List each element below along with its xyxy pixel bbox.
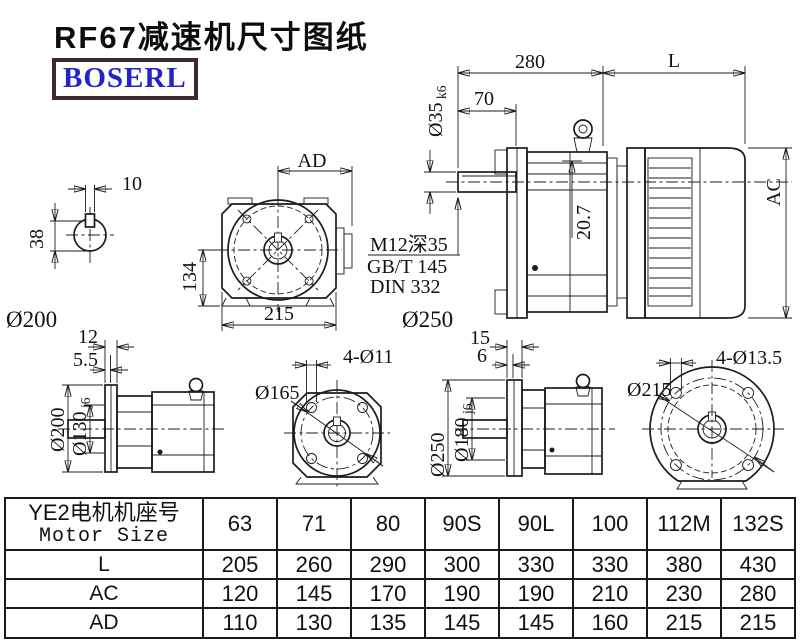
size-col-71: 71	[276, 497, 352, 551]
dim-bolt-circle-215: Ø215	[627, 379, 671, 401]
size-col-100: 100	[572, 497, 648, 551]
dim-spigot-dia-130: Ø130	[69, 412, 91, 456]
thread-spec-note: M12深35 GB/T 145 DIN 332 Ø250	[367, 198, 460, 332]
cell-ad-90s: 145	[424, 607, 500, 639]
dim-flange-dia-250: Ø250	[427, 433, 449, 477]
dim-key-height: 38	[26, 229, 48, 249]
table-row-ad: AD 110 130 135 145 145 160 215 215	[4, 607, 796, 639]
cell-ad-90l: 145	[498, 607, 574, 639]
cell-ac-71: 145	[276, 578, 352, 609]
dim-ac: AC	[763, 178, 785, 206]
cell-ad-80: 135	[350, 607, 426, 639]
motor-size-label-cn: YE2电机机座号	[28, 499, 180, 525]
row-label-l: L	[4, 549, 204, 580]
thread-note-line1: M12深35	[370, 233, 448, 256]
size-col-80: 80	[350, 497, 426, 551]
dim-flange-thk-15: 15	[470, 327, 490, 349]
output-flange-side-view-b14: 12 5.5 Ø200 Ø130 j6	[47, 326, 225, 473]
dim-key-depth: 20.7	[573, 205, 595, 240]
size-col-63: 63	[202, 497, 278, 551]
technical-drawing: 10 38 Ø200	[6, 50, 792, 496]
table-row-l: L 205 260 290 300 330 330 380 430	[4, 549, 796, 580]
dim-spigot-tol-j6: j6	[460, 403, 475, 415]
dim-spigot-len-55: 5.5	[73, 349, 98, 371]
size-col-132s: 132S	[720, 497, 796, 551]
oil-plug-dot	[532, 265, 538, 271]
dim-width-215: 215	[264, 303, 294, 325]
dim-l: L	[668, 50, 680, 72]
page-title: RF67减速机尺寸图纸	[54, 20, 369, 55]
thread-note-line2: GB/T 145	[367, 256, 447, 278]
shaft-keyway-section-view: 10 38 Ø200	[6, 173, 142, 332]
dim-shaft-dia-tol: k6	[434, 85, 449, 99]
cell-ad-100: 160	[572, 607, 648, 639]
cell-l-71: 260	[276, 549, 352, 580]
thread-note-line3: DIN 332	[370, 276, 441, 298]
gearmotor-side-view: 280 L 70 Ø35 k6	[424, 50, 792, 319]
cell-ac-132s: 280	[720, 578, 796, 609]
dim-center-height: 134	[179, 262, 201, 292]
cell-l-112m: 380	[646, 549, 722, 580]
row-label-ac: AC	[4, 578, 204, 609]
output-flange-side-view-b5: 15 6 Ø250 Ø180 j6	[427, 327, 615, 477]
dim-spigot-len-6: 6	[477, 345, 487, 367]
cell-ac-90s: 190	[424, 578, 500, 609]
cell-ad-112m: 215	[646, 607, 722, 639]
cell-l-90s: 300	[424, 549, 500, 580]
cell-ad-71: 130	[276, 607, 352, 639]
motor-cooling-fins	[649, 167, 691, 297]
cell-l-132s: 430	[720, 549, 796, 580]
cell-ac-112m: 230	[646, 578, 722, 609]
motor-size-label-en: Motor Size	[38, 524, 170, 548]
dim-280: 280	[515, 51, 545, 73]
dim-spigot-dia-180: Ø180	[451, 418, 473, 462]
cell-l-80: 290	[350, 549, 426, 580]
dim-spigot-tol-j6: j6	[78, 397, 93, 409]
dim-70: 70	[474, 88, 494, 110]
lifting-eyebolt-icon	[575, 373, 591, 397]
gearbox-front-view: AD 134 215	[179, 150, 352, 331]
dim-keyway-width: 10	[122, 173, 142, 195]
cell-ad-132s: 215	[720, 607, 796, 639]
boserl-logo: BOSERL	[52, 58, 198, 100]
table-row-ac: AC 120 145 170 190 190 210 230 280	[4, 578, 796, 609]
row-label-ad: AD	[4, 607, 204, 639]
logo-text: BOSERL	[63, 62, 187, 94]
dim-ad: AD	[298, 150, 327, 172]
cell-ac-63: 120	[202, 578, 278, 609]
dim-flange-dia-200: Ø200	[47, 408, 69, 452]
cell-l-100: 330	[572, 549, 648, 580]
output-flange-front-view-b14: Ø165 4-Ø11	[255, 346, 393, 487]
motor-size-header-cell: YE2电机机座号 Motor Size	[4, 497, 204, 551]
cell-l-63: 205	[202, 549, 278, 580]
label-dia-200: Ø200	[6, 307, 57, 332]
size-col-112m: 112M	[646, 497, 722, 551]
size-col-90s: 90S	[424, 497, 500, 551]
lifting-eyebolt-icon	[573, 119, 593, 153]
dimension-table: YE2电机机座号 Motor Size 63 71 80 90S 90L 100…	[4, 497, 796, 639]
output-flange-front-view-b5: Ø215 4-Ø13.5	[627, 347, 784, 496]
cell-ad-63: 110	[202, 607, 278, 639]
dim-bolt-circle-165: Ø165	[255, 382, 299, 404]
dim-flange-thk-12: 12	[78, 326, 98, 348]
cell-l-90l: 330	[498, 549, 574, 580]
table-header-row: YE2电机机座号 Motor Size 63 71 80 90S 90L 100…	[4, 497, 796, 551]
cell-ac-80: 170	[350, 578, 426, 609]
size-col-90l: 90L	[498, 497, 574, 551]
dim-shaft-dia: Ø35	[425, 103, 447, 137]
cell-ac-90l: 190	[498, 578, 574, 609]
dim-holes-4x11: 4-Ø11	[343, 346, 393, 368]
lifting-eyebolt-icon	[188, 377, 204, 401]
cell-ac-100: 210	[572, 578, 648, 609]
label-dia-250: Ø250	[402, 307, 453, 332]
dim-holes-4x135: 4-Ø13.5	[716, 347, 782, 369]
